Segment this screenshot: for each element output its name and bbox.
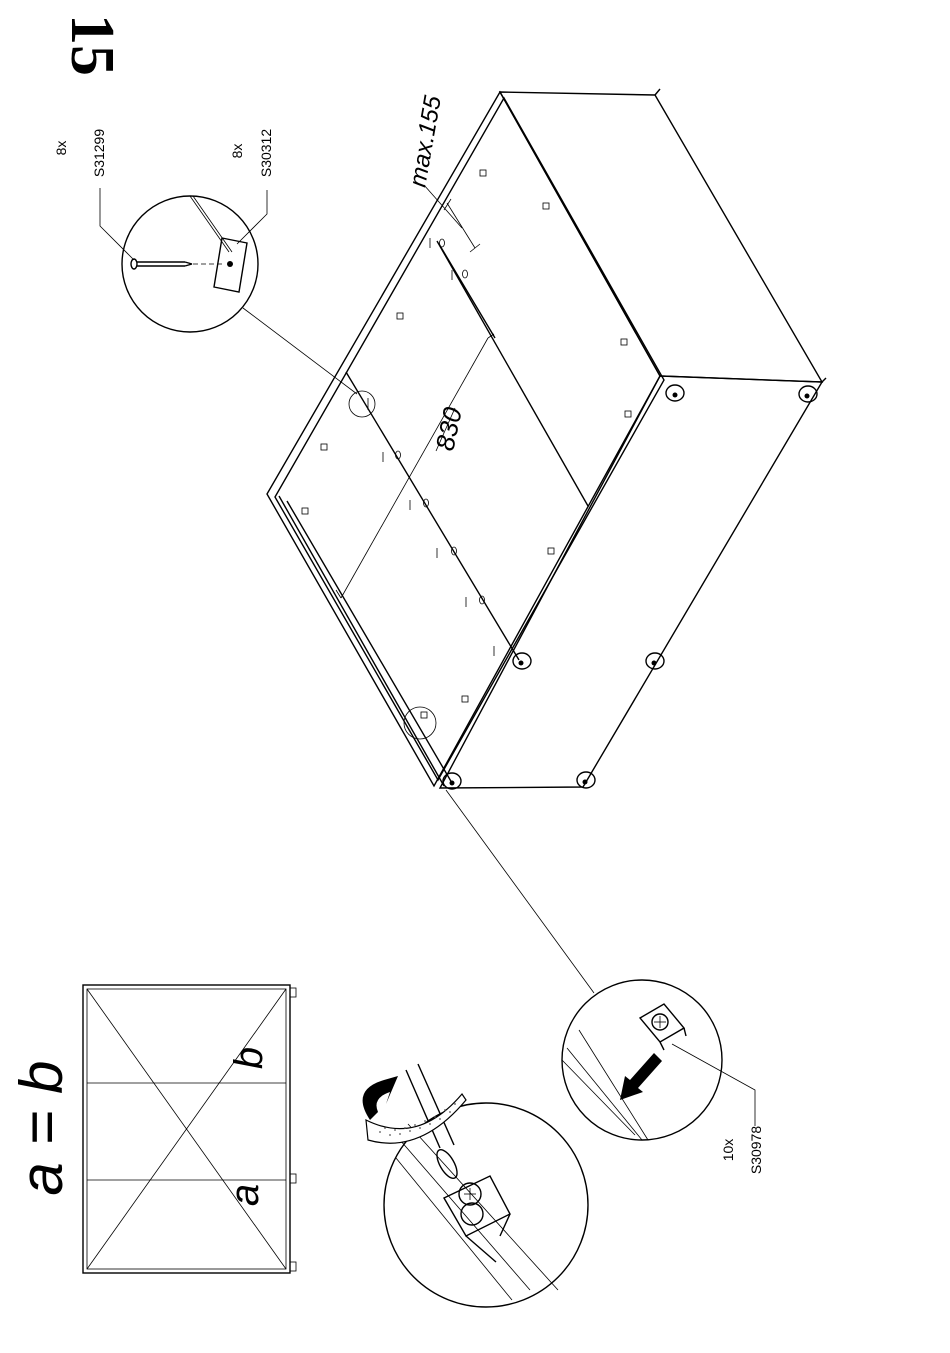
dimension-max155: max.155 bbox=[404, 93, 480, 252]
detail-cam-fitting: 10x S30978 bbox=[446, 790, 764, 1174]
plate-code: S30312 bbox=[258, 129, 274, 177]
cam-locks bbox=[302, 170, 631, 718]
label-b: b bbox=[227, 1047, 271, 1069]
step-number: 15 bbox=[58, 14, 126, 76]
diagonal-check: b a a = b bbox=[8, 985, 296, 1273]
rotate-arrow-icon bbox=[363, 1076, 398, 1120]
dimension-max-label: max.155 bbox=[404, 93, 447, 189]
cam-code: S30978 bbox=[748, 1126, 764, 1174]
equation-label: a = b bbox=[8, 1060, 75, 1195]
detail-cam-tighten bbox=[363, 1064, 588, 1307]
plate-qty: 8x bbox=[229, 144, 245, 159]
cam-qty: 10x bbox=[720, 1139, 736, 1162]
dimension-830-label: 830 bbox=[430, 404, 468, 453]
detail-marker-nail bbox=[349, 391, 375, 417]
label-a: a bbox=[223, 1184, 267, 1206]
cabinet bbox=[267, 89, 826, 789]
nail-qty: 8x bbox=[53, 141, 69, 156]
detail-nail-plate: 8x S31299 8x S30312 bbox=[53, 129, 357, 394]
insert-arrow-icon bbox=[620, 1053, 662, 1100]
dimension-830: 830 bbox=[336, 334, 494, 598]
nail-code: S31299 bbox=[91, 129, 107, 177]
cam-holes bbox=[443, 385, 817, 789]
